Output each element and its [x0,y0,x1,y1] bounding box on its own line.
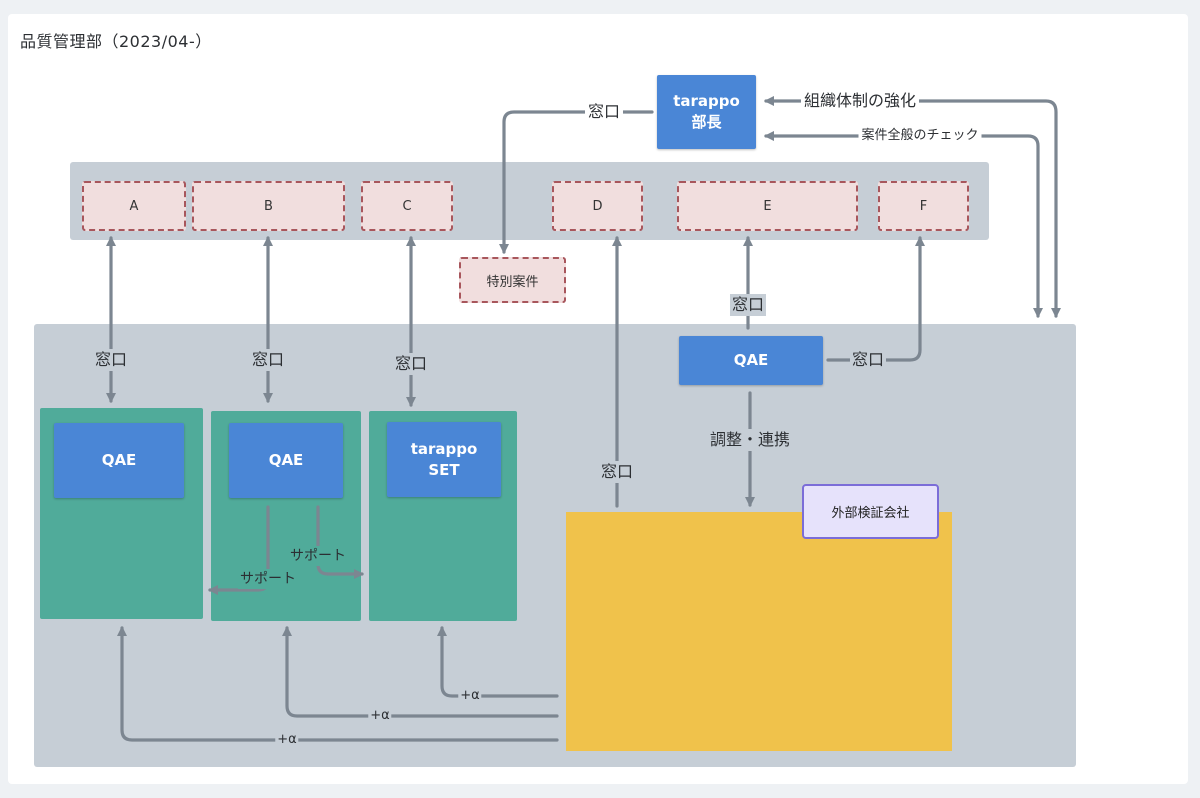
group-c: C [361,181,453,231]
group-d-label: D [592,198,603,214]
label-head-window: 窓口 [584,101,624,123]
label-support-left: サポート [238,569,298,589]
group-b: B [192,181,345,231]
group-c-label: C [402,198,412,214]
qae-box-b: QAE [229,423,343,498]
qae-label-e: QAE [733,351,769,369]
external-company-label: 外部検証会社 [831,506,910,521]
qae-label-b: QAE [268,451,304,469]
label-alpha-c: +α [458,685,482,707]
special-case-box: 特別案件 [459,257,566,303]
set-box-line2: SET [428,460,460,479]
label-window-d: 窓口 [598,461,636,483]
label-window-c: 窓口 [392,353,430,375]
label-alpha-a: +α [275,729,299,751]
label-support-right: サポート [288,546,348,566]
head-box: tarappo 部長 [657,75,756,149]
label-window-a: 窓口 [92,349,130,371]
set-box: tarappo SET [387,422,501,497]
label-window-f: 窓口 [849,349,887,371]
label-coordinate: 調整・連携 [707,429,793,451]
group-d: D [552,181,643,231]
external-area [566,512,952,751]
group-e: E [677,181,858,231]
qae-box-a: QAE [54,423,184,498]
label-window-b: 窓口 [249,349,287,371]
group-f-label: F [919,198,928,214]
label-strengthen: 組織体制の強化 [800,90,920,112]
qae-label-a: QAE [101,451,137,469]
label-window-e: 窓口 [729,294,767,316]
set-box-line1: tarappo [410,439,478,458]
group-f: F [878,181,969,231]
group-b-label: B [264,198,273,214]
group-a: A [82,181,186,231]
diagram-title: 品質管理部（2023/04-） [20,32,212,51]
head-role: 部長 [691,113,722,131]
external-company-box: 外部検証会社 [802,484,939,539]
head-name: tarappo [673,92,740,110]
label-check: 案件全般のチェック [858,125,982,147]
special-case-label: 特別案件 [486,274,539,290]
group-e-label: E [763,198,772,214]
group-a-label: A [129,198,139,214]
label-alpha-b: +α [368,705,392,727]
qae-box-e: QAE [679,336,823,385]
